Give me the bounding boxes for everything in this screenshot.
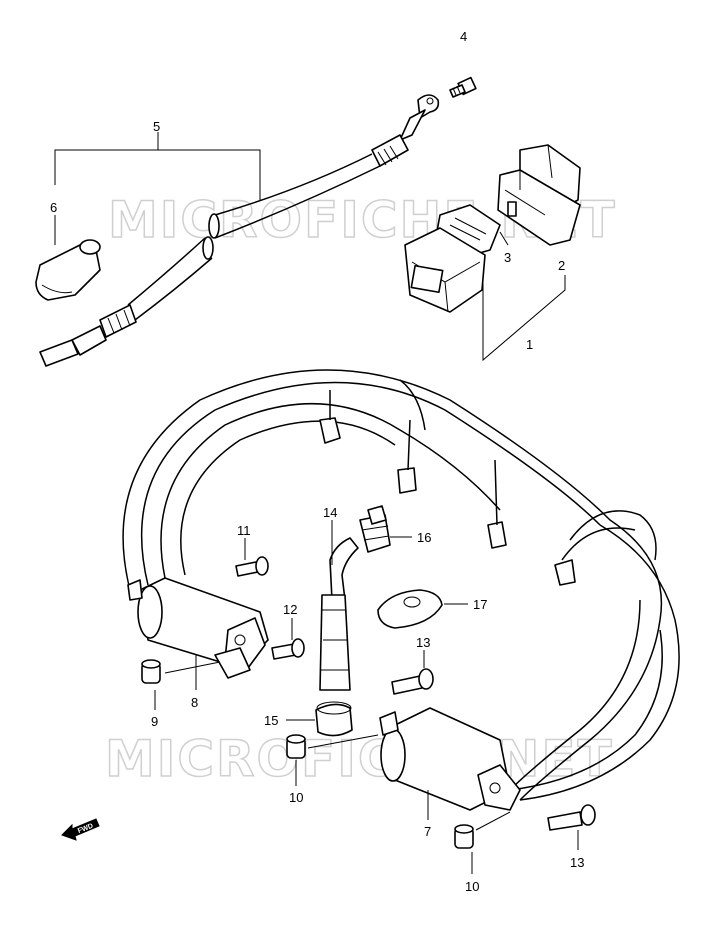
callout-4: 4 <box>460 29 467 44</box>
sleeve-10-upper-drawing <box>286 734 306 759</box>
forward-arrow-icon: FWD <box>61 818 100 841</box>
sleeve-9-drawing <box>141 659 161 684</box>
bolt-4-drawing <box>449 76 477 98</box>
callout-5: 5 <box>153 119 160 134</box>
callout-6: 6 <box>50 200 57 215</box>
callout-11: 11 <box>237 523 251 538</box>
callout-16: 16 <box>417 530 431 545</box>
grommet-15-drawing <box>315 701 353 737</box>
connector-2-drawing <box>497 144 581 246</box>
callout-10-lower: 10 <box>465 879 479 894</box>
bracket-1 <box>482 275 566 362</box>
plug-cap-16-drawing <box>359 505 391 553</box>
watermark-bottom: MICROFICHE.NET <box>105 730 614 788</box>
callout-12: 12 <box>283 602 297 617</box>
callout-10-upper: 10 <box>289 790 303 805</box>
callout-9: 9 <box>151 714 158 729</box>
ignition-cables-drawing <box>122 369 680 801</box>
grommet-17-drawing <box>377 589 443 629</box>
callout-13-upper: 13 <box>416 635 430 650</box>
coil-8-drawing <box>127 577 269 679</box>
callout-2: 2 <box>558 258 565 273</box>
sleeve-10-lower-drawing <box>454 824 474 849</box>
bolt-11-drawing <box>235 556 269 577</box>
callout-13-lower: 13 <box>570 855 584 870</box>
callout-8: 8 <box>191 695 198 710</box>
bolt-13-upper-drawing <box>391 668 434 695</box>
bolt-12-drawing <box>271 638 305 660</box>
coil-7-drawing <box>379 707 521 811</box>
callout-7: 7 <box>424 824 431 839</box>
callout-14: 14 <box>323 505 337 520</box>
forward-badge-label: FWD <box>77 823 94 835</box>
callout-15: 15 <box>264 713 278 728</box>
bolt-13-lower-drawing <box>547 804 596 831</box>
callout-17: 17 <box>473 597 487 612</box>
callout-1: 1 <box>526 337 533 352</box>
plug-cap-14-drawing <box>319 537 359 691</box>
connector-1-drawing <box>404 204 501 313</box>
callout-3: 3 <box>504 250 511 265</box>
cap-6-drawing <box>35 239 101 301</box>
lead-wire-5-drawing <box>39 94 440 367</box>
